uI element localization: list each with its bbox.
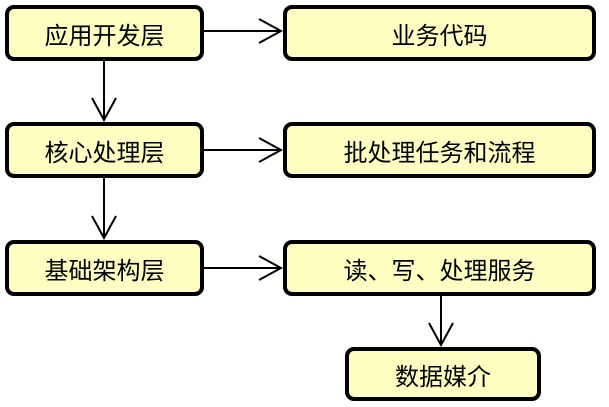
layer-infrastructure: 基础架构层 bbox=[5, 240, 204, 296]
layer-core-processing: 核心处理层 bbox=[5, 122, 204, 178]
business-code-box: 业务代码 bbox=[283, 5, 596, 61]
box-label: 业务代码 bbox=[391, 21, 488, 50]
batch-tasks-box: 批处理任务和流程 bbox=[283, 122, 596, 178]
arrow-infra-to-services bbox=[203, 255, 284, 281]
arrow-app-to-code bbox=[203, 18, 284, 44]
layer-app-dev: 应用开发层 bbox=[5, 5, 204, 61]
data-media-box: 数据媒介 bbox=[345, 347, 541, 401]
box-label: 读、写、处理服务 bbox=[343, 256, 536, 285]
layer-label: 基础架构层 bbox=[44, 256, 165, 285]
arrow-app-to-core bbox=[91, 60, 117, 123]
arrow-core-to-infra bbox=[91, 178, 117, 241]
arrow-services-to-media bbox=[428, 296, 454, 348]
services-box: 读、写、处理服务 bbox=[283, 240, 596, 296]
box-label: 批处理任务和流程 bbox=[343, 138, 536, 167]
layer-label: 应用开发层 bbox=[44, 21, 165, 50]
arrow-core-to-batch bbox=[203, 137, 284, 163]
box-label: 数据媒介 bbox=[395, 362, 491, 391]
layer-label: 核心处理层 bbox=[44, 138, 165, 167]
